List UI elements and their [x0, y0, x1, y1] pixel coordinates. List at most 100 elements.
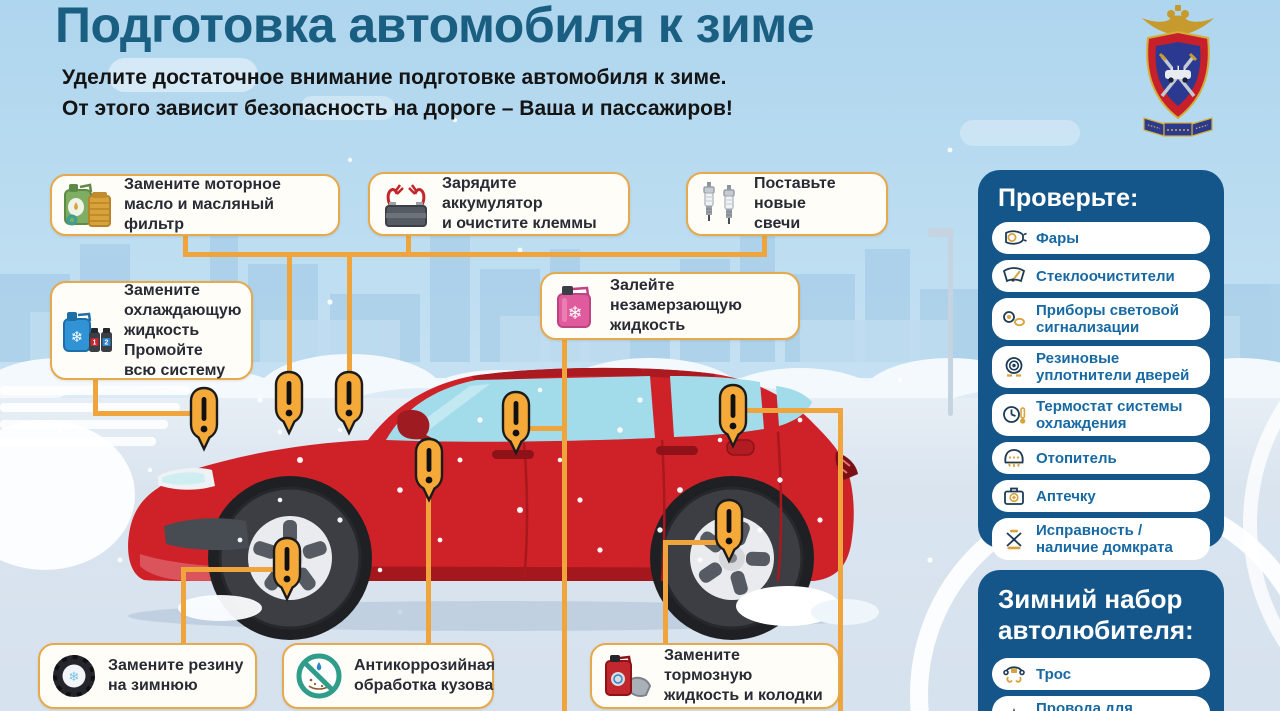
check-item-label: Аптечку [1036, 487, 1096, 505]
street-lamp-head [928, 228, 954, 237]
check-item-signal-lights: Приборы световой сигнализации [992, 298, 1210, 340]
winter-kit-title: Зимний набор автолюбителя: [998, 584, 1194, 645]
cloud [108, 58, 258, 92]
door-seal-icon [1005, 357, 1023, 377]
cloud [300, 96, 395, 120]
heater-icon [1004, 449, 1024, 467]
callout-brakes: Замените тормозную жидкость и колодки [590, 643, 840, 709]
winter-kit-panel: Зимний набор автолюбителя: Трос Провода … [978, 570, 1224, 711]
svg-text:2: 2 [105, 339, 109, 346]
check-item-first-aid-kit: Аптечку [992, 480, 1210, 512]
coolant-icon: ❄ 1 2 [62, 307, 114, 355]
brake-fluid-icon [602, 651, 654, 701]
winter-tire-icon: ❄ [50, 651, 98, 701]
warning-marker [414, 437, 444, 503]
check-item-headlights: Фары [992, 222, 1210, 254]
callout-winter-tires: ❄ Замените резину на зимнюю [38, 643, 257, 709]
tow-rope-icon [1003, 666, 1025, 683]
connector [93, 411, 192, 416]
connector [181, 567, 186, 645]
connector [183, 232, 188, 254]
check-item-jack: Исправность / наличие домкрата [992, 518, 1210, 560]
connector [181, 567, 276, 572]
kit-item-tow-rope: Трос [992, 658, 1210, 690]
callout-text-line: Промойте всю систему [124, 341, 226, 379]
callout-text-line: Замените охлаждающую жидкость [124, 281, 242, 339]
warning-marker [334, 370, 364, 436]
crosswalk-stripe [0, 403, 180, 412]
jack-icon [1006, 529, 1022, 550]
police-emblem [1132, 4, 1224, 142]
warning-marker [714, 498, 744, 564]
check-item-heater: Отопитель [992, 442, 1210, 474]
connector [746, 408, 843, 413]
crosswalk-stripe [0, 420, 168, 429]
connector [406, 234, 411, 254]
car-illustration [128, 367, 879, 640]
kit-item-label: Трос [1036, 665, 1072, 683]
svg-text:1: 1 [93, 339, 97, 346]
antifreeze-icon: ❄ [552, 281, 600, 331]
warning-marker [501, 390, 531, 456]
svg-text:❄: ❄ [71, 328, 84, 346]
callout-anticorrosion: Антикоррозийная обработка кузова [282, 643, 496, 709]
page-subtitle: Уделите достаточное внимание подготовке … [62, 66, 733, 120]
callout-text: Замените резину на зимнюю [108, 657, 244, 694]
warning-marker [272, 536, 302, 602]
connector [347, 252, 352, 374]
check-item-door-seals: Резиновые уплотнители дверей [992, 346, 1210, 388]
jumper-cables-icon [1013, 707, 1015, 711]
connector [287, 252, 292, 374]
page-title: Подготовка автомобиля к зиме [55, 0, 815, 53]
thermostat-icon [1003, 406, 1026, 424]
callout-spark-plugs: Поставьте новые свечи [686, 172, 888, 236]
callout-battery: Зарядите аккумулятор и очистите клеммы [368, 172, 630, 236]
callout-engine-oil: Замените моторное масло и масляный фильт… [50, 174, 340, 236]
warning-marker [274, 370, 304, 436]
check-panel-title: Проверьте: [998, 184, 1139, 212]
warning-marker [718, 383, 748, 449]
connector [762, 236, 767, 254]
anti-rust-icon [294, 651, 344, 701]
check-item-label: Исправность / наличие домкрата [1036, 522, 1173, 556]
callout-coolant: ❄ 1 2 Замените охлаждающую жидкость Промой… [50, 281, 253, 380]
svg-text:❄: ❄ [567, 303, 582, 324]
kit-item-label: Провода для «прикуривания» [1036, 700, 1133, 711]
check-item-label: Стеклоочистители [1036, 267, 1175, 285]
callout-text: Зарядите аккумулятор и очистите клеммы [442, 175, 597, 232]
callout-text: Залейте незамерзающую жидкость [610, 277, 742, 334]
kit-item-jumper-cables: Провода для «прикуривания» [992, 696, 1210, 711]
callout-washer-fluid: ❄ Залейте незамерзающую жидкость [540, 272, 800, 340]
eagle-icon [1142, 5, 1214, 35]
signal-lights-icon [1003, 311, 1025, 327]
callout-text: Замените тормозную жидкость и колодки [664, 647, 823, 704]
connector [838, 408, 843, 711]
connector [93, 378, 98, 416]
connector [663, 540, 668, 645]
svg-text:❄: ❄ [69, 670, 80, 685]
connector [426, 498, 431, 645]
battery-jumper-icon [380, 180, 432, 228]
check-item-label: Отопитель [1036, 449, 1117, 467]
callout-text: Замените охлаждающую жидкость Промойте в… [124, 281, 241, 381]
connector [663, 540, 716, 545]
connector [528, 426, 567, 431]
check-item-label: Термостат системы охлаждения [1036, 398, 1183, 432]
warning-marker [189, 386, 219, 452]
callout-text: Замените моторное масло и масляный фильт… [124, 176, 281, 233]
wiper-icon [1002, 267, 1026, 283]
cloud [960, 120, 1080, 146]
callout-text: Поставьте новые свечи [754, 175, 836, 232]
check-item-label: Приборы световой сигнализации [1036, 302, 1179, 336]
check-item-wipers: Стеклоочистители [992, 260, 1210, 292]
callout-text: Антикоррозийная обработка кузова [354, 657, 496, 694]
street-lamp-pole [948, 234, 953, 416]
check-item-label: Фары [1036, 229, 1080, 247]
oil-canister-filter-icon [62, 180, 114, 230]
connector [183, 252, 767, 257]
check-item-thermostat: Термостат системы охлаждения [992, 394, 1210, 436]
car-glyph [1165, 65, 1191, 83]
connector [562, 338, 567, 711]
check-item-label: Резиновые уплотнители дверей [1036, 350, 1190, 384]
